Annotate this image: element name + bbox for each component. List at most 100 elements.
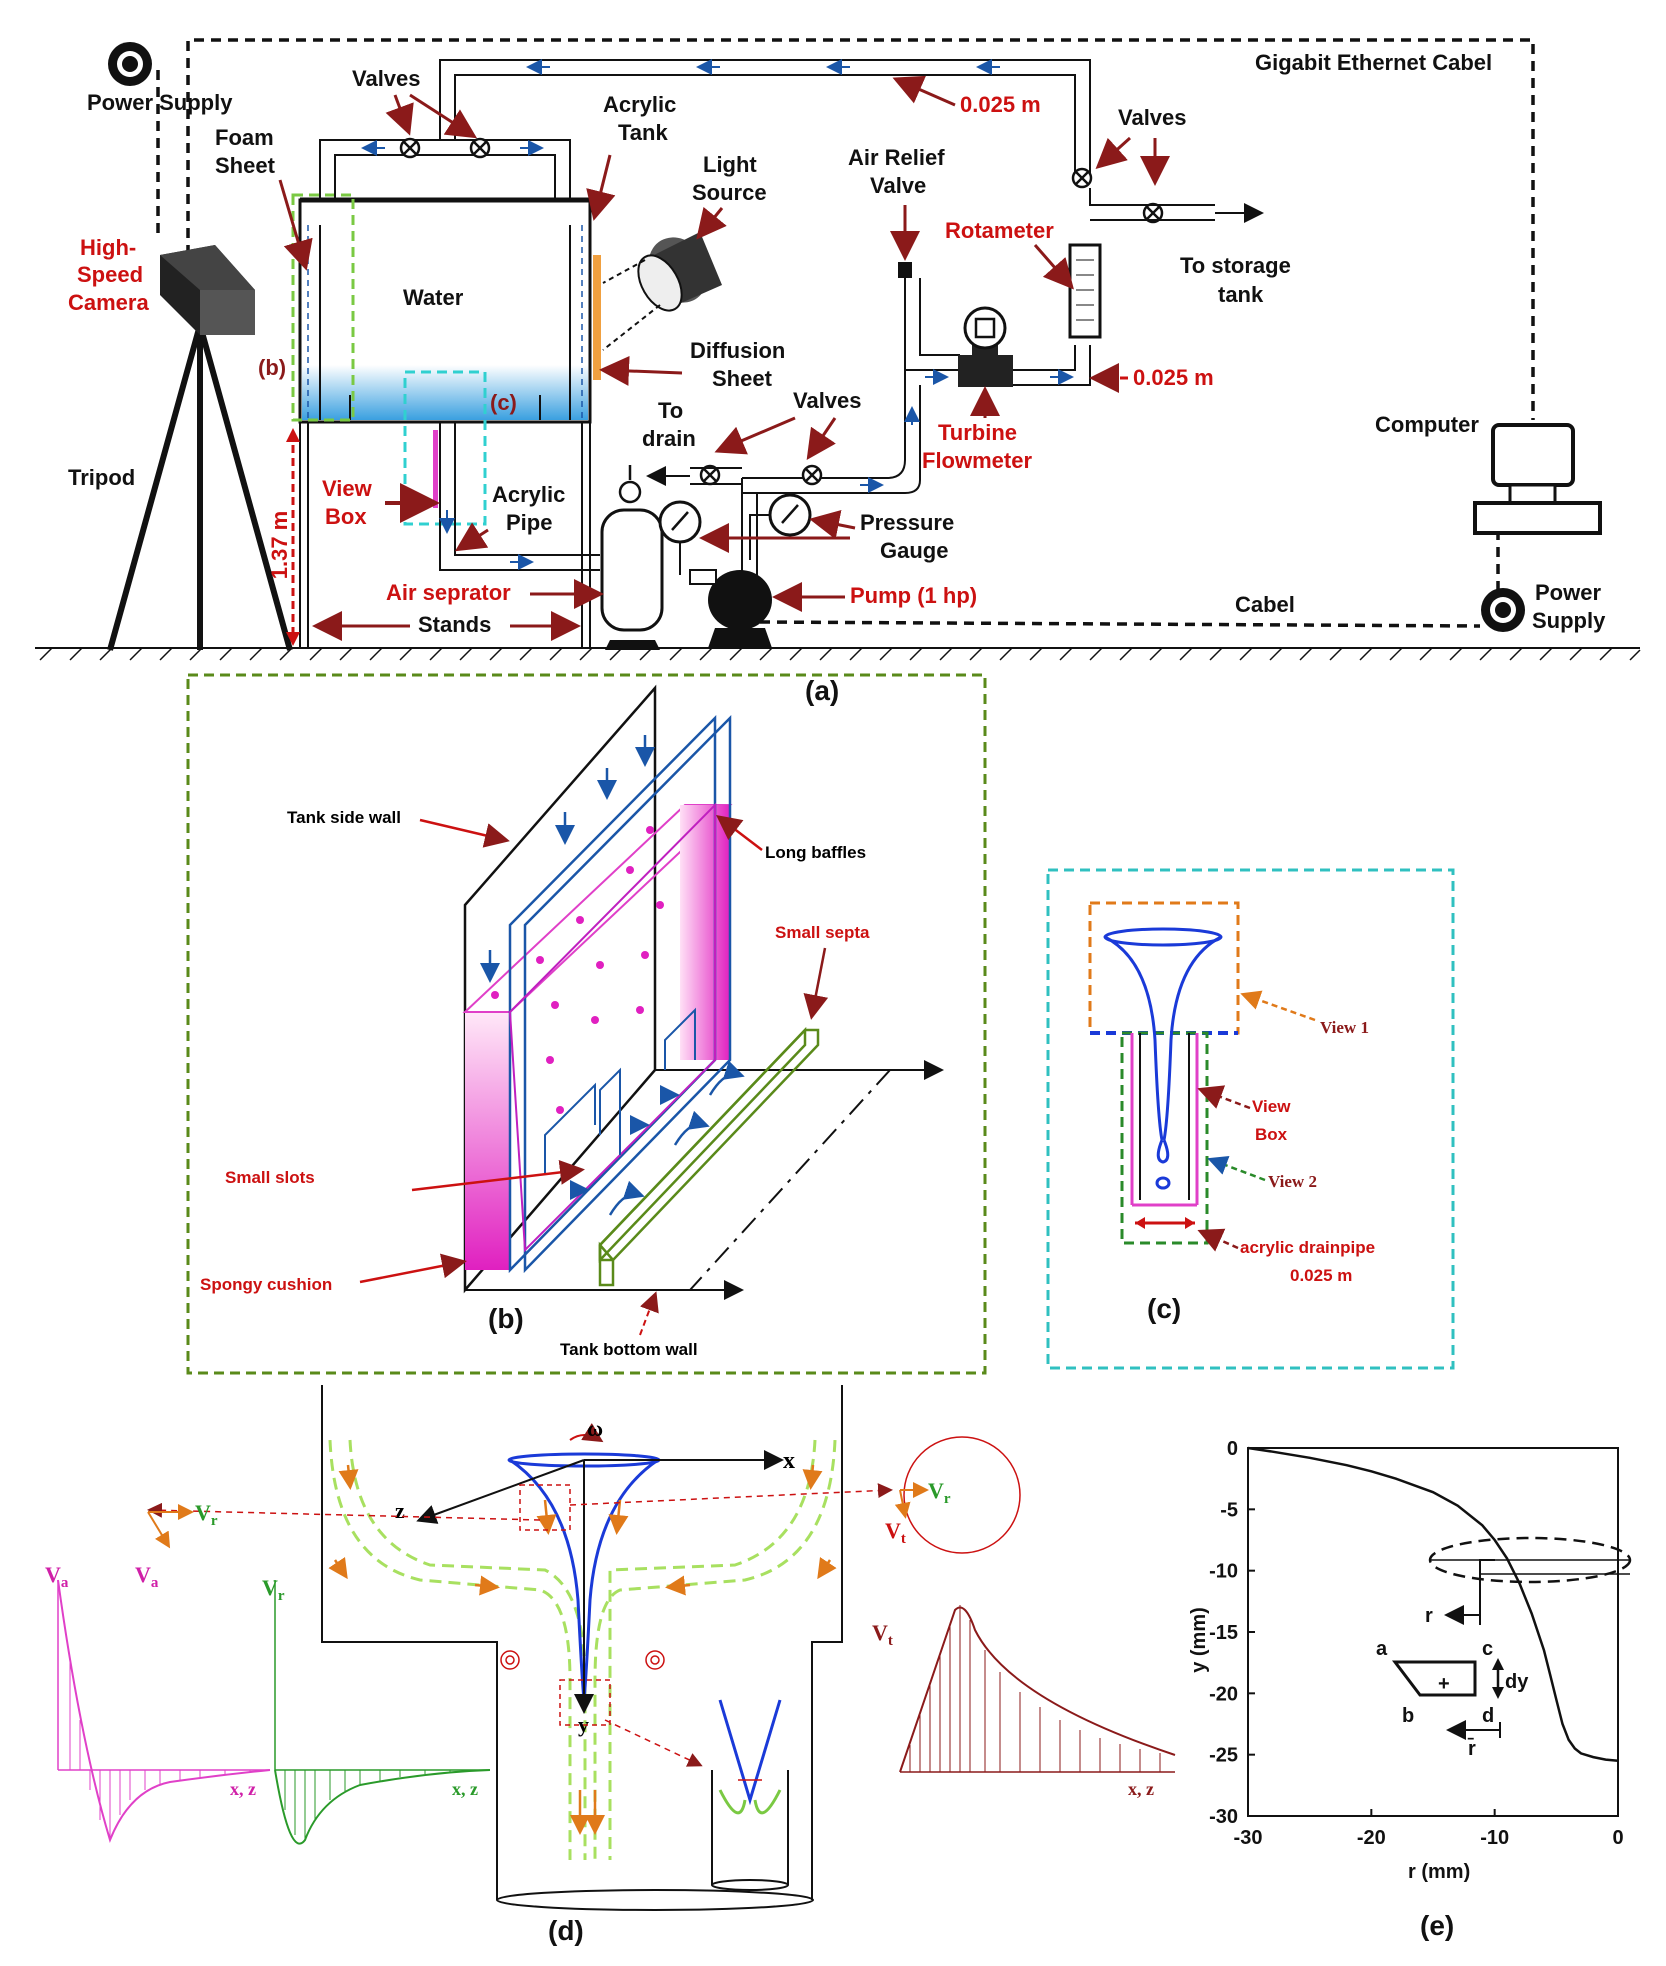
panel-a-caption: (a) (805, 675, 839, 706)
view-box-label-2: Box (325, 504, 367, 529)
view-box-label: View (322, 476, 373, 501)
power-supply-bottom-label-2: Supply (1532, 608, 1606, 633)
view2-label: View 2 (1268, 1172, 1317, 1191)
panel-c-frame (1046, 868, 1455, 1370)
water-label: Water (403, 285, 464, 310)
tripod-icon (107, 324, 293, 651)
acrylic-tank-pointer (586, 154, 616, 221)
to-storage-label-2: tank (1218, 282, 1264, 307)
small-slots (544, 1082, 596, 1175)
label-a: a (1376, 1638, 1388, 1660)
foam-sheet-box-b (291, 193, 355, 422)
vr-axis-label: Vr (262, 1575, 285, 1604)
label-c: (c) (490, 390, 517, 415)
tank-side-wall-pointer (419, 818, 510, 848)
computer-icon (1473, 423, 1602, 535)
air-relief-valve-icon (898, 262, 912, 278)
panel-b-baffles: Tank side wall Long baffles Small septa … (186, 673, 987, 1375)
high-speed-camera-label: High- (80, 235, 136, 260)
foam-dots (491, 826, 664, 1114)
curved-flow-b (608, 1060, 745, 1216)
label-dy: dy (1505, 1671, 1529, 1693)
x-tick-label: -10 (1480, 1827, 1509, 1849)
valves-mid (699, 464, 823, 486)
diffusion-sheet-pointer (599, 355, 683, 386)
high-speed-camera-icon (160, 245, 255, 335)
acrylic-pipe-label-2: Pipe (506, 510, 552, 535)
diffusion-sheet-label: Diffusion (690, 338, 785, 363)
panel-d-vortex: ω x z y Vr (45, 1385, 1176, 1946)
vr-label-left: Vr (195, 1500, 218, 1529)
x-tick-label: 0 (1612, 1827, 1623, 1849)
outlet-flow-arrows (439, 510, 534, 570)
y-tick-label: -10 (1209, 1561, 1238, 1583)
turbine-label: Turbine (938, 420, 1017, 445)
small-slots-3 (664, 1007, 696, 1070)
leader-bottom (604, 1719, 703, 1767)
pump-icon (689, 569, 772, 648)
return-flow-arrows (361, 59, 1000, 156)
zoom-inset-lower (711, 1699, 789, 1891)
vr-label-right: Vr (928, 1478, 951, 1507)
zoom-box-upper (519, 1484, 571, 1531)
small-septa-end (598, 1241, 615, 1287)
panel-c-viewbox: View 1 View Box View 2 acrylic drainpipe… (1046, 868, 1455, 1370)
pipe-dia-top-pointer (892, 75, 956, 107)
rotameter-label: Rotameter (945, 218, 1054, 243)
vt-profile: Vt x, z (872, 1605, 1176, 1799)
label-c: c (1482, 1638, 1493, 1660)
light-source-icon (637, 232, 722, 312)
ground-hatch (39, 647, 1641, 661)
ethernet-cable (156, 38, 1535, 628)
chart-frame (1247, 1447, 1619, 1817)
vt-label-right: Vt (885, 1518, 906, 1547)
stands (299, 422, 591, 648)
air-relief-label-2: Valve (870, 173, 926, 198)
view-box-c-label: View (1252, 1097, 1291, 1116)
tank-outlet-pipe (439, 422, 600, 571)
to-drain-label-2: drain (642, 426, 696, 451)
pressure-gauge-pointers (699, 509, 856, 553)
panel-d-caption: (d) (548, 1915, 584, 1946)
label-b: (b) (258, 355, 286, 380)
y-tick-label: -15 (1209, 1622, 1238, 1644)
panel-b-caption: (b) (488, 1303, 524, 1334)
acrylic-pipe-pointer (454, 522, 489, 552)
label-plus: + (1438, 1673, 1450, 1695)
tank-bottom-wall-label: Tank bottom wall (560, 1340, 698, 1359)
rotameter-icon (1068, 243, 1102, 339)
foam-sheet-label-2: Sheet (215, 153, 276, 178)
element-abcd (1391, 1660, 1477, 1697)
tripod-label: Tripod (68, 465, 135, 490)
view2-box (1120, 1031, 1209, 1245)
va-vector-left (147, 1511, 171, 1549)
gigabit-label: Gigabit Ethernet Cabel (1255, 50, 1492, 75)
spongy-cushion (465, 1012, 510, 1270)
view-box-c-label-2: Box (1255, 1125, 1288, 1144)
y-tick-label: -20 (1209, 1683, 1238, 1705)
to-storage-label: To storage (1180, 253, 1291, 278)
drainpipe-label: acrylic drainpipe (1240, 1238, 1375, 1257)
x-tick-label: -30 (1234, 1827, 1263, 1849)
panel-b-frame (186, 673, 987, 1375)
vt-circle (903, 1436, 1021, 1554)
cabel-label: Cabel (1235, 592, 1295, 617)
light-source-pointer (696, 206, 727, 240)
pipe-dia-mid: 0.025 m (1133, 365, 1214, 390)
streamlines-d (328, 1439, 837, 1860)
panel-e-caption: (e) (1420, 1910, 1454, 1941)
zoom-box-lower (559, 1679, 611, 1726)
chart-series-line (1247, 1446, 1619, 1763)
storage-pipe (1089, 188, 1215, 221)
air-separator-icon (600, 465, 664, 650)
computer-label: Computer (1375, 412, 1479, 437)
x-axis-label: x (783, 1448, 795, 1474)
drainpipe-dia-label: 0.025 m (1290, 1266, 1352, 1285)
power-supply-icon (108, 42, 152, 86)
light-source-label-2: Source (692, 180, 767, 205)
va-xz-label: x, z (230, 1779, 256, 1799)
small-septa-label: Small septa (775, 923, 870, 942)
